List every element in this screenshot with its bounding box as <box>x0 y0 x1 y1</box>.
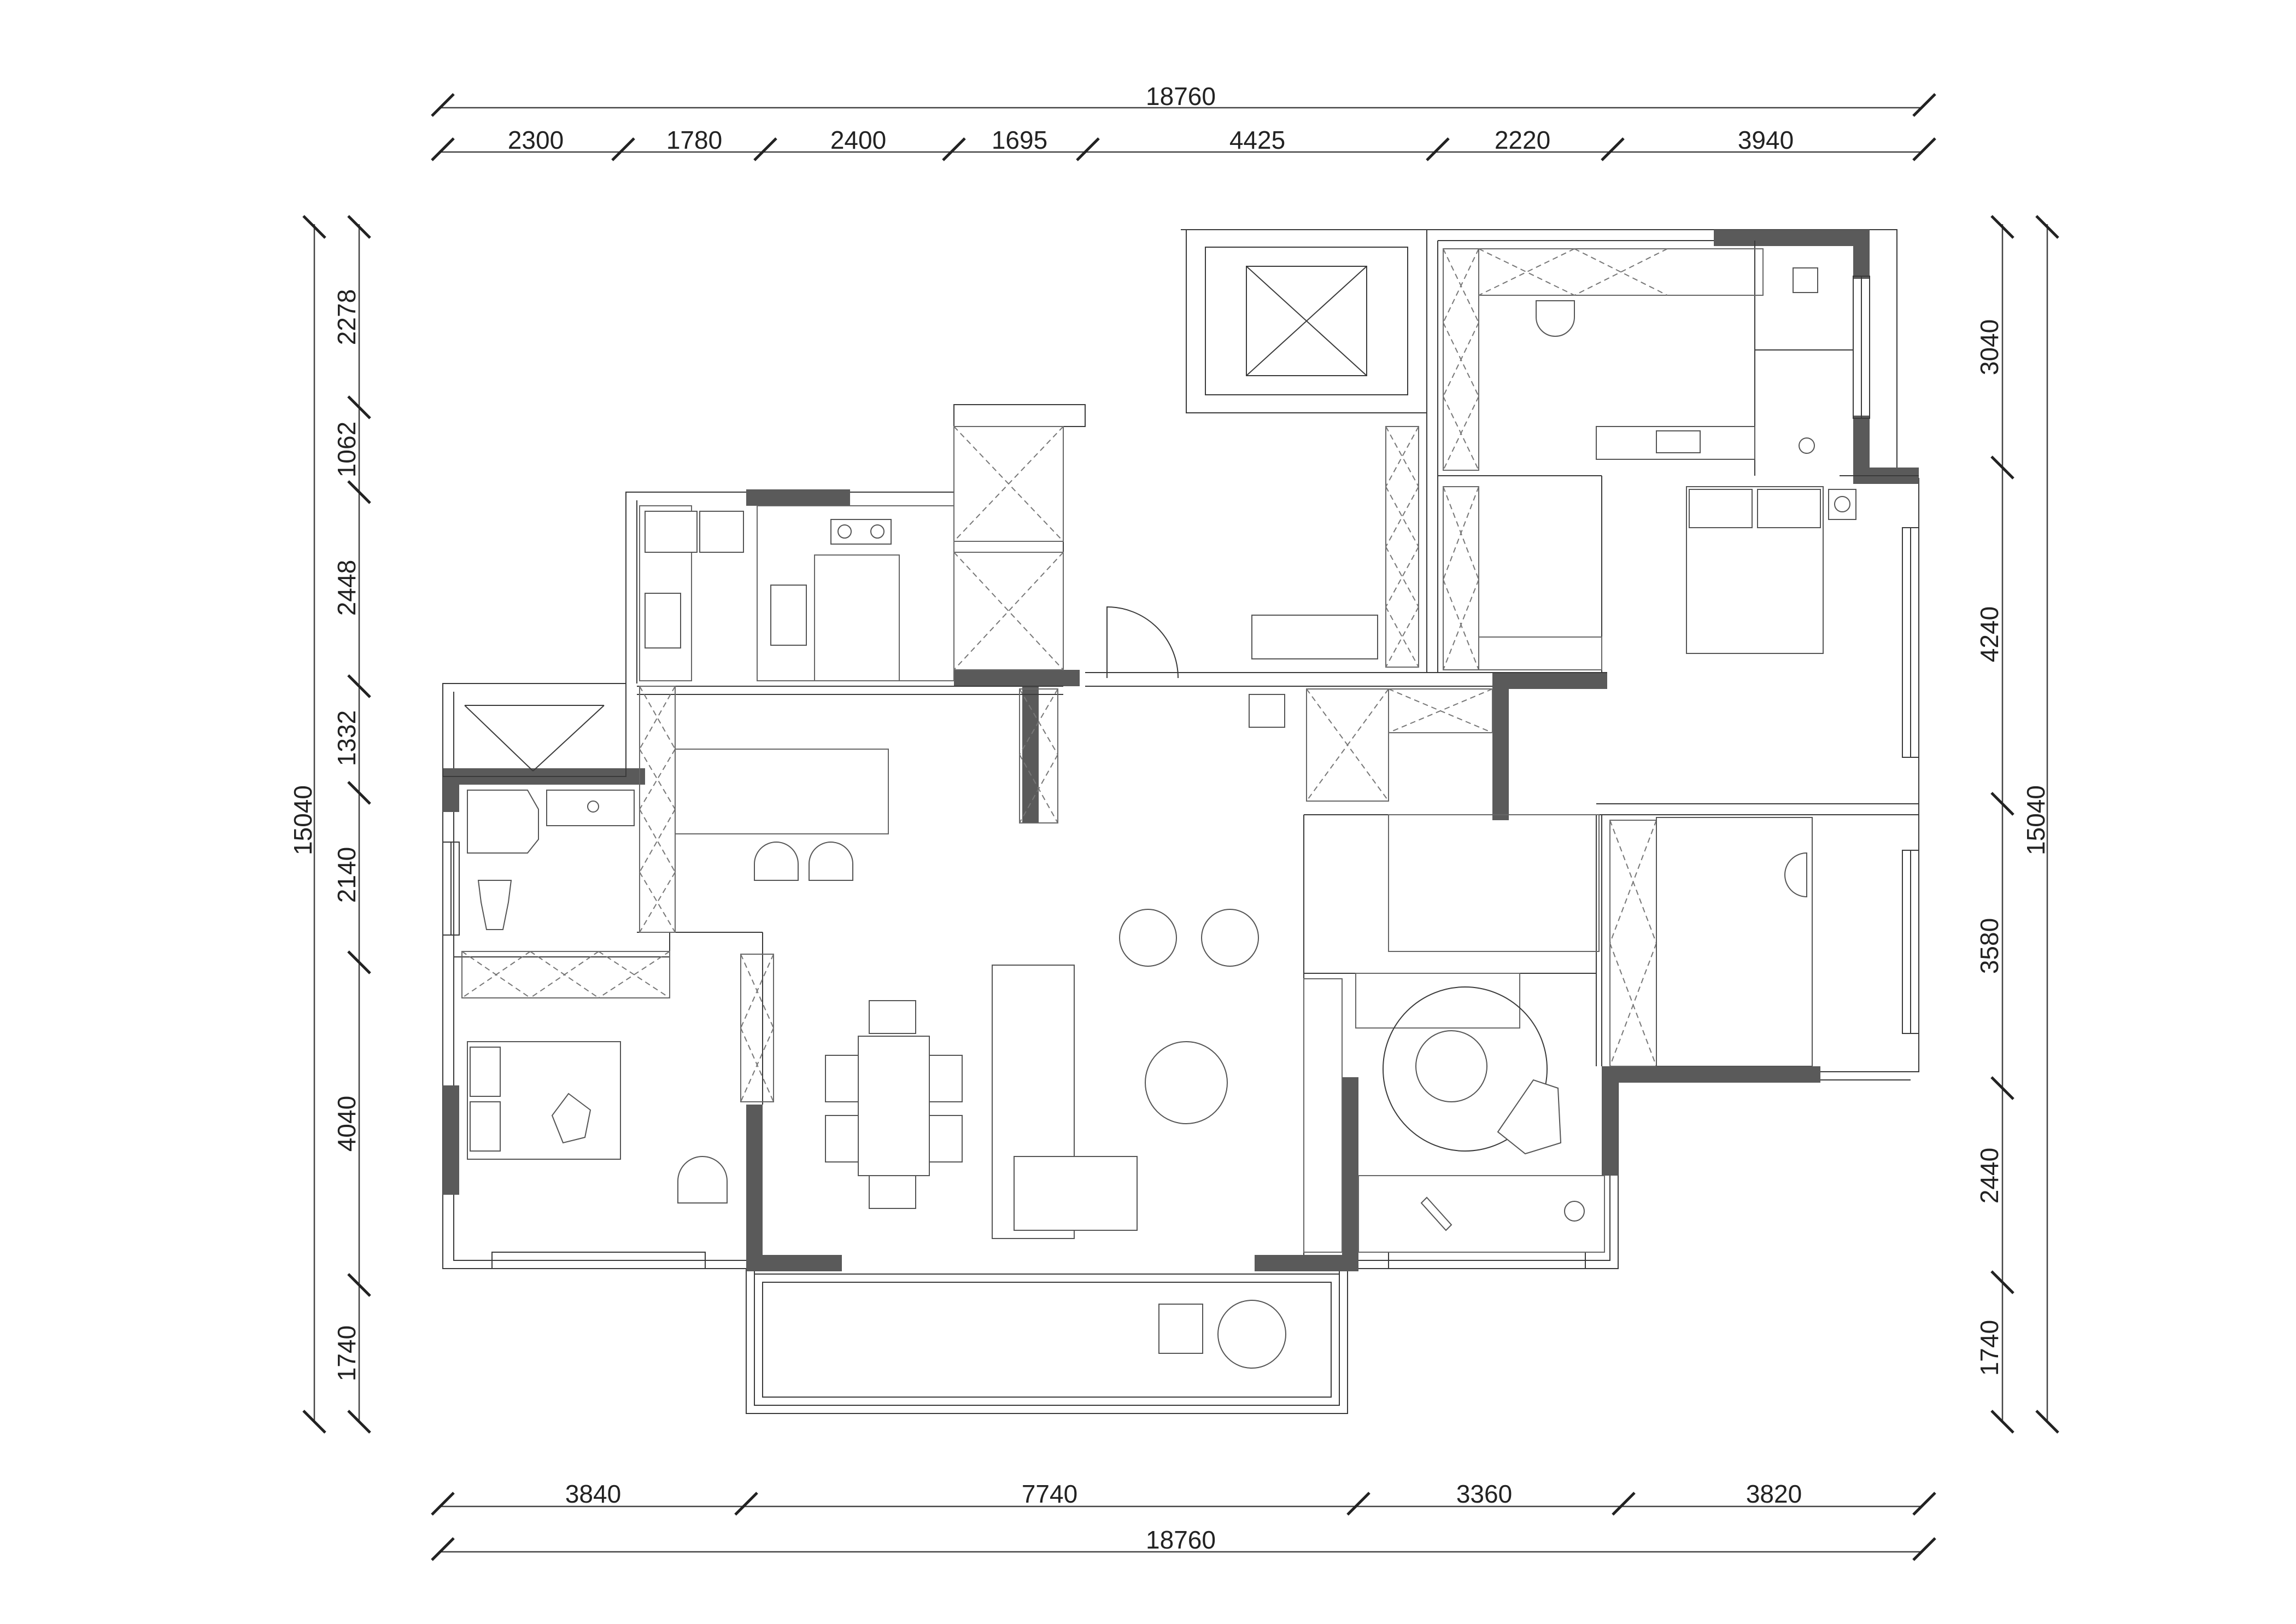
dim-top-6: 2220 <box>1495 126 1550 154</box>
dim-left-6: 4040 <box>332 1096 361 1152</box>
dim-right-3: 3580 <box>1975 918 2004 974</box>
dim-bottom-1: 3840 <box>565 1480 621 1508</box>
dim-right-total: 15040 <box>2022 785 2050 855</box>
dim-bottom-3: 3360 <box>1456 1480 1512 1508</box>
dim-top-4: 1695 <box>992 126 1047 154</box>
dim-right-5: 1740 <box>1975 1320 2004 1376</box>
dim-top-3: 2400 <box>830 126 886 154</box>
walls <box>442 229 1919 1414</box>
dim-top-5: 4425 <box>1229 126 1285 154</box>
dim-top-total: 18760 <box>1146 82 1216 110</box>
dimension-lines <box>302 93 2059 1561</box>
dim-left-3: 2448 <box>332 560 361 616</box>
dim-top-1: 2300 <box>508 126 564 154</box>
dim-right-4: 2440 <box>1975 1148 2004 1204</box>
study-table <box>1415 1030 1487 1102</box>
dim-bottom-2: 7740 <box>1022 1480 1077 1508</box>
dim-top-2: 1780 <box>666 126 722 154</box>
cabinetry <box>461 248 1764 1253</box>
dim-right-2: 4240 <box>1975 606 2004 662</box>
dim-left-total: 15040 <box>289 785 317 855</box>
dim-left-4: 1332 <box>332 710 361 766</box>
dim-right-1: 3040 <box>1975 319 2004 375</box>
dim-left-7: 1740 <box>332 1325 361 1381</box>
dim-top-7: 3940 <box>1738 126 1794 154</box>
furniture <box>467 267 1856 1369</box>
coffee-table <box>1145 1041 1228 1124</box>
dimension-labels: 18760 2300 1780 2400 1695 4425 2220 3940… <box>289 82 2050 1554</box>
dim-bottom-total: 18760 <box>1146 1526 1216 1554</box>
dim-left-1: 2278 <box>332 289 361 345</box>
dim-left-2: 1062 <box>332 422 361 477</box>
dim-left-5: 2140 <box>332 847 361 903</box>
bed-right <box>1656 817 1813 1067</box>
dining-table <box>858 1036 930 1176</box>
dim-bottom-4: 3820 <box>1746 1480 1802 1508</box>
